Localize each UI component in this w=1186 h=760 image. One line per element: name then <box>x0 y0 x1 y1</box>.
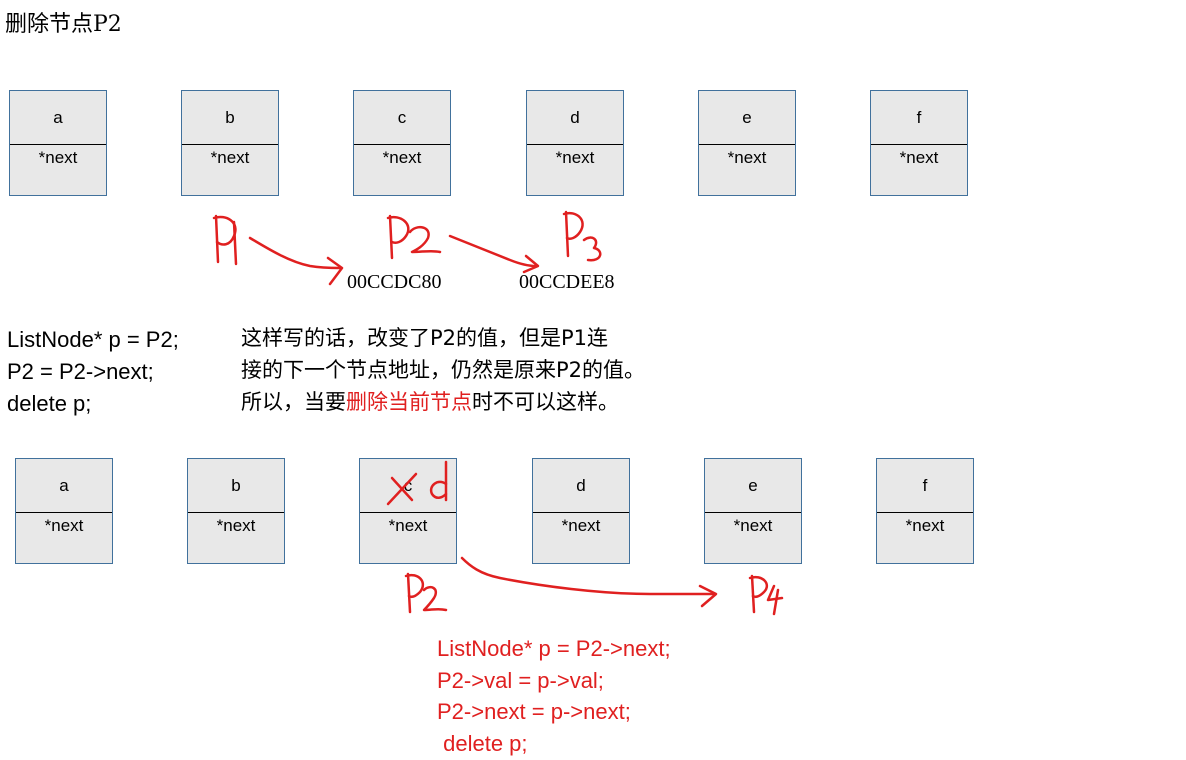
node-value: b <box>182 91 278 145</box>
node-next-pointer: *next <box>44 516 84 535</box>
cross-out-mark <box>386 460 448 506</box>
list-node-d: d *next <box>526 90 624 196</box>
handwritten-p1-label <box>212 214 238 266</box>
note-line: 这样写的话，改变了P2的值，但是P1连 <box>241 326 609 350</box>
node-value: d <box>527 91 623 145</box>
arrow-p2-lower <box>460 556 718 608</box>
list-node-c: c *next <box>353 90 451 196</box>
code-line: ListNode* p = P2; <box>7 327 179 352</box>
node-value: e <box>705 459 801 513</box>
list-node-a: a *next <box>15 458 113 564</box>
note-text: 时不可以这样。 <box>472 390 619 414</box>
list-node-f: f *next <box>876 458 974 564</box>
fix-code-line: P2->val = p->val; <box>437 667 604 693</box>
code-line: delete p; <box>7 391 92 416</box>
node-value: c <box>354 91 450 145</box>
node-value: a <box>10 91 106 145</box>
node-next-pointer: *next <box>210 148 250 167</box>
note-text: 所以，当要 <box>241 390 346 414</box>
explanation-note: 这样写的话，改变了P2的值，但是P1连 接的下一个节点地址，仍然是原来P2的值。… <box>241 322 645 418</box>
node-value: e <box>699 91 795 145</box>
handwritten-p2-label <box>386 214 442 260</box>
code-line: P2 = P2->next; <box>7 359 154 384</box>
node-value: f <box>877 459 973 513</box>
page-title: 删除节点P2 <box>5 12 122 37</box>
handwritten-p4-label <box>748 574 784 616</box>
list-node-a: a *next <box>9 90 107 196</box>
list-node-b: b *next <box>181 90 279 196</box>
node-next-pointer: *next <box>727 148 767 167</box>
address-label-p2: 00CCDC80 <box>347 271 442 293</box>
node-value: d <box>533 459 629 513</box>
node-next-pointer: *next <box>733 516 773 535</box>
list-node-f: f *next <box>870 90 968 196</box>
node-next-pointer: *next <box>216 516 256 535</box>
list-node-e: e *next <box>698 90 796 196</box>
list-node-e: e *next <box>704 458 802 564</box>
fix-code-block: ListNode* p = P2->next; P2->val = p->val… <box>437 633 671 759</box>
node-next-pointer: *next <box>905 516 945 535</box>
node-next-pointer: *next <box>561 516 601 535</box>
node-value: c <box>360 459 456 513</box>
node-value: b <box>188 459 284 513</box>
node-next-pointer: *next <box>899 148 939 167</box>
note-highlight: 删除当前节点 <box>346 390 472 414</box>
fix-code-line: P2->next = p->next; <box>437 699 631 724</box>
node-next-pointer: *next <box>388 516 428 535</box>
arrow-p1 <box>248 236 344 286</box>
node-value: f <box>871 91 967 145</box>
code-block: ListNode* p = P2; P2 = P2->next; delete … <box>7 324 179 420</box>
list-node-d: d *next <box>532 458 630 564</box>
address-label-p3: 00CCDEE8 <box>519 271 615 293</box>
handwritten-p3-label <box>562 210 602 262</box>
fix-code-line: delete p; <box>437 730 528 756</box>
list-node-c: c *next <box>359 458 457 564</box>
handwritten-p2-lower-label <box>404 572 448 614</box>
node-next-pointer: *next <box>382 148 422 167</box>
node-next-pointer: *next <box>38 148 78 167</box>
note-line: 接的下一个节点地址，仍然是原来P2的值。 <box>241 358 646 382</box>
node-next-pointer: *next <box>555 148 595 167</box>
list-node-b: b *next <box>187 458 285 564</box>
note-line: 所以，当要删除当前节点时不可以这样。 <box>241 386 645 418</box>
fix-code-line: ListNode* p = P2->next; <box>437 636 671 661</box>
node-value: a <box>16 459 112 513</box>
arrow-p2 <box>448 234 540 274</box>
